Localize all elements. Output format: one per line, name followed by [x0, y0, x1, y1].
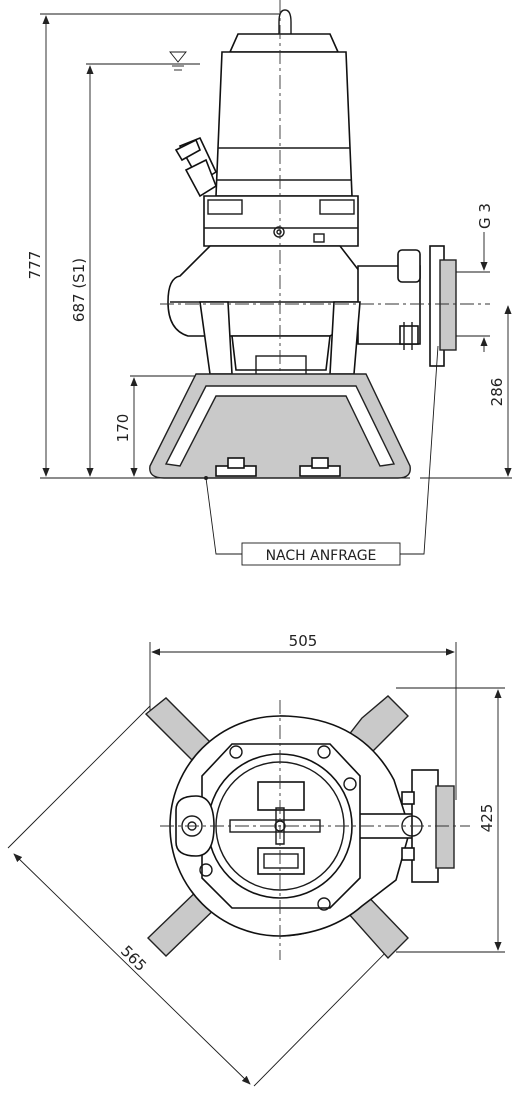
dimension-water-level: 687 (S1) [70, 51, 200, 477]
dimension-outlet-height: 286 [420, 305, 512, 479]
top-view: 505 425 565 [7, 632, 505, 1087]
dimension-total-height: 777 [26, 13, 280, 477]
callout-on-request: NACH ANFRAGE [205, 345, 439, 566]
dim-425-label: 425 [478, 804, 496, 833]
dim-286-label: 286 [488, 378, 506, 407]
dimension-depth: 425 [396, 687, 505, 953]
base-stand [149, 373, 411, 480]
dim-565-label: 565 [117, 942, 150, 975]
dim-777-label: 777 [26, 251, 44, 280]
side-view: 777 687 (S1) 170 [26, 0, 512, 566]
water-level-icon [169, 51, 187, 63]
dim-505-label: 505 [289, 632, 318, 650]
dim-170-label: 170 [114, 414, 132, 443]
dimension-width: 505 [149, 632, 457, 800]
dim-687-label: 687 (S1) [70, 258, 88, 322]
dimension-thread: G 3 [456, 203, 494, 352]
callout-label: NACH ANFRAGE [266, 548, 377, 564]
dim-g3-label: G 3 [476, 203, 494, 229]
pump-motor [167, 9, 457, 395]
dimension-foot-height: 170 [114, 375, 200, 477]
